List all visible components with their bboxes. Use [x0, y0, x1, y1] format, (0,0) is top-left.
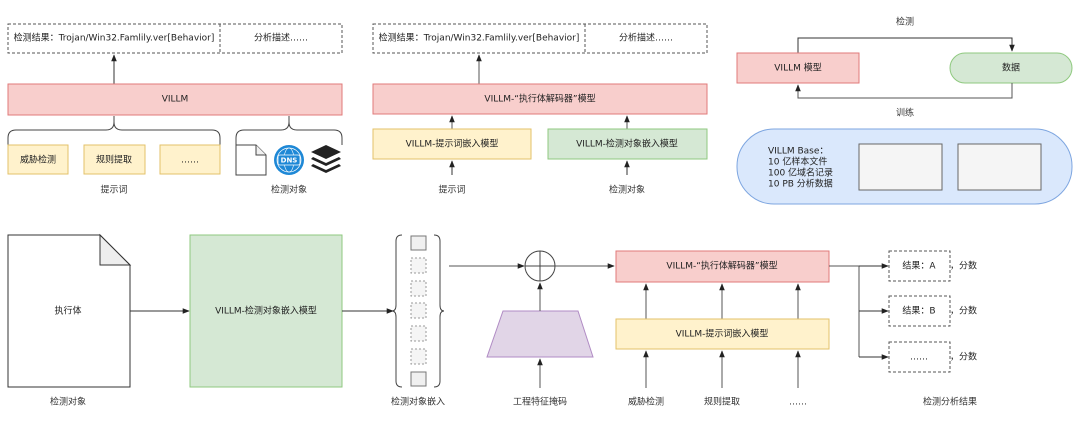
panel-c-training-loop: 检测 VILLM 模型 数据 训练 VILLM Base： 10 亿样本文件 1… — [736, 16, 1073, 205]
adder-icon — [524, 250, 556, 282]
object-embed-model-label: VILLM-检测对象嵌入模型 — [215, 305, 317, 317]
object-embed-label: VILLM-检测对象嵌入模型 — [576, 138, 678, 150]
base-placeholder-box — [957, 143, 1042, 191]
edge-detect — [797, 37, 1015, 53]
dns-icon: DNS — [274, 145, 304, 175]
base-line: 100 亿域名记录 — [768, 167, 833, 179]
prompt-brace — [7, 116, 221, 145]
object-input-label: 检测对象 — [609, 184, 645, 196]
panel-a-villm-overview: 检测结果：Trojan/Win32.Famlily.ver[Behavior] … — [7, 23, 343, 196]
prompt-item[interactable]: …… — [159, 144, 221, 175]
base-line: VILLM Base： — [768, 147, 828, 157]
decoder-label: VILLM-“执行体解码器”模型 — [484, 93, 595, 105]
result-item[interactable]: 结果：A ，分数 — [888, 250, 977, 282]
result-item-label: 结果：A — [902, 260, 936, 272]
document-caption: 检测对象 — [50, 396, 86, 408]
result-item-label: 结果：B — [902, 305, 935, 317]
prompt-input-label: 规则提取 — [704, 396, 740, 408]
object-group-label: 检测对象 — [271, 184, 307, 196]
prompt-group-label: 提示词 — [100, 185, 127, 196]
detect-label: 检测 — [896, 16, 914, 28]
result-item-score: ，分数 — [950, 260, 977, 272]
train-label: 训练 — [896, 107, 914, 119]
prompt-item[interactable]: 威胁检测 — [7, 144, 69, 175]
file-icon — [235, 144, 267, 176]
vector-slot — [410, 235, 427, 251]
prompt-embed-label: VILLM-提示词嵌入模型 — [676, 329, 769, 340]
villm-box — [7, 83, 343, 116]
edge-train — [795, 83, 1013, 99]
result-item-score: ，分数 — [950, 351, 977, 363]
prompt-item-label: 规则提取 — [96, 154, 132, 166]
vector-right-brace — [433, 234, 445, 388]
prompt-input-label: 提示词 — [438, 185, 465, 196]
result-item[interactable]: …… ，分数 — [888, 341, 977, 373]
prompt-item-label: …… — [181, 156, 199, 166]
prompt-item[interactable]: 规则提取 — [83, 144, 146, 175]
analysis-label: 分析描述…… — [254, 32, 308, 44]
dns-text: DNS — [281, 157, 298, 165]
result-box — [7, 23, 343, 54]
vector-slot — [410, 257, 427, 274]
prompt-input-label: …… — [789, 398, 807, 408]
document-label: 执行体 — [54, 305, 81, 317]
feature-mask-shape — [486, 310, 594, 358]
prompt-item-label: 威胁检测 — [20, 154, 56, 166]
embedding-vector — [391, 234, 445, 388]
result-label: 检测结果：Trojan/Win32.Famlily.ver[Behavior] — [379, 32, 580, 44]
vector-slot — [410, 302, 427, 319]
prompt-embed-label: VILLM-提示词嵌入模型 — [406, 139, 499, 150]
vector-slot — [410, 325, 427, 342]
panel-d-detailed-flow: 执行体 检测对象 VILLM-检测对象嵌入模型 检测对象嵌入 — [7, 233, 977, 408]
panel-b-embedding-pipeline: 检测结果：Trojan/Win32.Famlily.ver[Behavior] … — [372, 23, 708, 196]
result-item[interactable]: 结果：B ，分数 — [888, 295, 977, 327]
result-item-score: ，分数 — [950, 305, 977, 317]
prompt-input-label: 威胁检测 — [628, 396, 664, 408]
object-embed-model-box — [189, 234, 343, 388]
document-icon — [7, 233, 132, 388]
vector-slot — [410, 371, 427, 387]
base-placeholder-box — [858, 143, 943, 191]
decoder-box — [372, 83, 708, 115]
data-box — [949, 52, 1073, 84]
prompt-embed-box — [615, 318, 830, 350]
mask-caption: 工程特征掩码 — [513, 396, 567, 408]
vector-left-brace — [391, 234, 403, 388]
base-line: 10 PB 分析数据 — [768, 178, 833, 190]
embedding-caption: 检测对象嵌入 — [391, 396, 445, 408]
panel-a-output-box: 检测结果：Trojan/Win32.Famlily.ver[Behavior] … — [7, 23, 343, 54]
panel-b-output-box: 检测结果：Trojan/Win32.Famlily.ver[Behavior] … — [372, 23, 708, 54]
villm-label: VILLM — [162, 95, 189, 105]
object-brace — [235, 116, 343, 145]
data-label: 数据 — [1002, 62, 1020, 74]
base-line: 10 亿样本文件 — [768, 156, 827, 168]
result-label: 检测结果：Trojan/Win32.Famlily.ver[Behavior] — [14, 32, 215, 44]
villm-model-box — [736, 52, 860, 84]
prompt-embed-box — [372, 128, 532, 160]
analysis-label: 分析描述…… — [619, 32, 673, 44]
villm-model-label: VILLM 模型 — [774, 63, 821, 74]
decoder-box — [615, 250, 830, 283]
result-box — [372, 23, 708, 54]
vector-slot — [410, 280, 427, 297]
layers-icon — [311, 145, 341, 173]
decoder-label: VILLM-“执行体解码器”模型 — [666, 260, 777, 272]
object-embed-box — [547, 128, 708, 160]
results-caption: 检测分析结果 — [923, 396, 977, 408]
result-item-label: …… — [910, 353, 928, 363]
vector-slot — [410, 348, 427, 365]
